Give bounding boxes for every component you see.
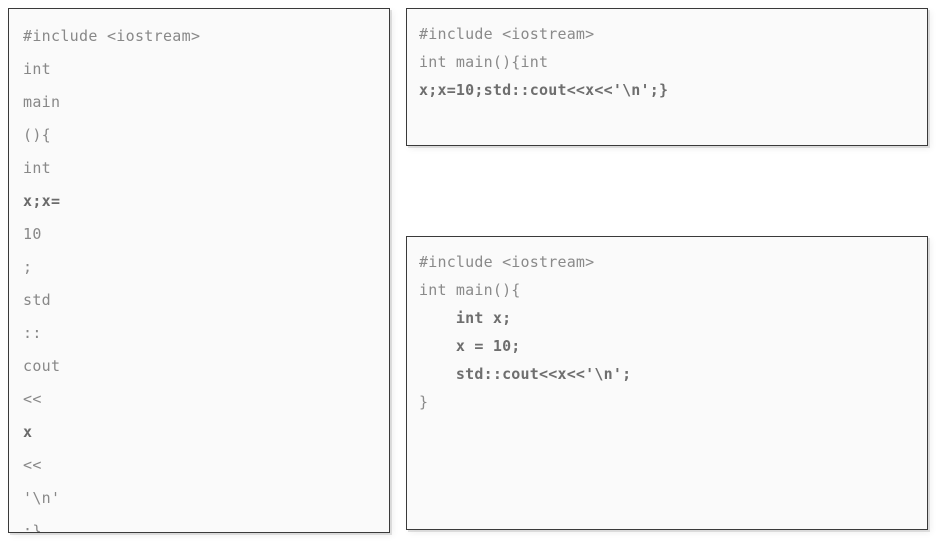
narrow-wrapped-code-panel[interactable]: #include <iostream> int main (){ int x;x= 10; s… <box>8 8 390 533</box>
code-block-oneliner[interactable]: #include <iostream> int main(){int x;x=10;… <box>419 20 927 104</box>
code-line: :: <box>23 324 42 342</box>
one-liner-code-panel[interactable]: #include <iostream> int main(){int x;x=10;… <box>406 8 928 146</box>
code-line: int <box>23 159 51 177</box>
code-line: 10 <box>23 225 42 243</box>
code-line: int main(){int <box>419 53 549 71</box>
code-line: ; <box>23 258 33 276</box>
code-line: #include <iostream> <box>419 253 595 271</box>
code-line: int x; <box>419 309 512 327</box>
code-line: '\n' <box>23 489 61 507</box>
code-line: x <box>23 423 33 441</box>
code-line: x;x= <box>23 192 61 210</box>
code-line: cout <box>23 357 61 375</box>
code-line: int main(){ <box>419 281 521 299</box>
code-line: (){ <box>23 126 51 144</box>
code-line: x;x=10;std::cout<<x<<'\n';} <box>419 81 669 99</box>
code-line: std <box>23 291 51 309</box>
code-line: #include <iostream> <box>23 27 201 45</box>
code-line: main <box>23 93 61 111</box>
code-line: << <box>23 390 42 408</box>
code-block-formatted[interactable]: #include <iostream> int main(){ int x; x … <box>419 248 927 416</box>
code-line: x = 10; <box>419 337 521 355</box>
code-line: << <box>23 456 42 474</box>
code-line: std::cout<<x<<'\n'; <box>419 365 632 383</box>
code-line: int <box>23 60 51 78</box>
code-line: } <box>419 393 429 411</box>
formatted-code-panel[interactable]: #include <iostream> int main(){ int x; x … <box>406 236 928 530</box>
code-block-narrow[interactable]: #include <iostream> int main (){ int x;x= 10; s… <box>23 20 389 533</box>
code-line: ;} <box>23 522 42 533</box>
code-line: #include <iostream> <box>419 25 595 43</box>
